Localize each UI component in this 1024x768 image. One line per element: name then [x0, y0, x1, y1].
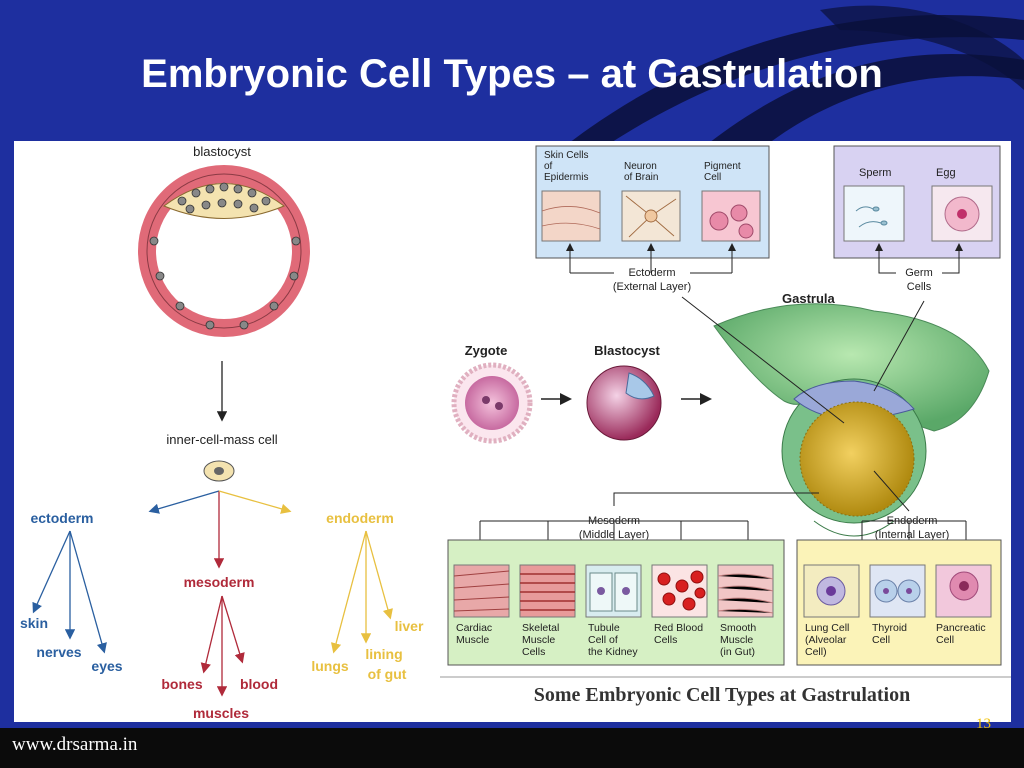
ectoderm-layer-label: Ectoderm [628, 267, 675, 279]
zygote-label: Zygote [465, 343, 508, 358]
embryonic-diagram: blastocyst inner-cell-mass cell ectoderm… [20, 144, 1011, 721]
blood-label: blood [240, 676, 278, 692]
skin-label: skin [20, 615, 48, 631]
meso-cell-4-line2: Muscle [720, 634, 753, 646]
endo-cell-2-line1: Pancreatic [936, 622, 986, 634]
inner-cell-mass-label: inner-cell-mass cell [166, 432, 277, 447]
endo-cell-0-line3: Cell) [805, 646, 827, 658]
zygote-drawing [451, 362, 533, 444]
bones-label: bones [161, 676, 202, 692]
endoderm-cell-panels [803, 564, 992, 618]
footer-bar [0, 728, 1024, 768]
slide-title: Embryonic Cell Types – at Gastrulation [141, 52, 883, 96]
blastocyst-sphere-drawing [586, 365, 662, 441]
blastocyst-label: blastocyst [193, 144, 251, 159]
cells-label: Cells [907, 281, 932, 293]
endoderm-layer-label: Endoderm [887, 515, 938, 527]
mesoderm-layer-label: Mesoderm [588, 515, 640, 527]
meso-cell-3-line2: Cells [654, 634, 677, 646]
nucleus-icon [214, 467, 224, 475]
diagram-caption: Some Embryonic Cell Types at Gastrulatio… [534, 684, 910, 706]
meso-cell-4-line1: Smooth [720, 622, 756, 634]
decorative-swoosh [560, 5, 1024, 150]
blastocyst-drawing [138, 165, 310, 337]
endo-cell-2-line2: Cell [936, 634, 954, 646]
eyes-label: eyes [91, 658, 122, 674]
gastrula-drawing [713, 303, 990, 537]
ecto-cell-0-line3: Epidermis [544, 172, 588, 183]
internal-layer-label: (Internal Layer) [875, 529, 950, 541]
egg-label: Egg [936, 167, 956, 179]
endo-cell-0-line1: Lung Cell [805, 622, 849, 634]
ecto-cell-1-line2: of Brain [624, 172, 658, 183]
meso-cell-0-line1: Cardiac [456, 622, 492, 634]
right-blastocyst-label: Blastocyst [594, 343, 660, 358]
germ-label: Germ [905, 267, 933, 279]
ecto-cell-1-line1: Neuron [624, 161, 657, 172]
nerves-label: nerves [36, 644, 81, 660]
meso-cell-1-line2: Muscle [522, 634, 555, 646]
of-gut-label: of gut [368, 666, 407, 682]
middle-layer-label: (Middle Layer) [579, 529, 649, 541]
lining-label: lining [365, 646, 402, 662]
diagram-panel: blastocyst inner-cell-mass cell ectoderm… [14, 141, 1011, 722]
meso-cell-4-line3: (in Gut) [720, 646, 755, 658]
endoderm-label: endoderm [326, 510, 394, 526]
muscles-label: muscles [193, 705, 249, 721]
ectoderm-label: ectoderm [30, 510, 93, 526]
liver-label: liver [395, 618, 424, 634]
meso-cell-2-line1: Tubule [588, 622, 620, 634]
meso-cell-2-line3: the Kidney [588, 646, 638, 658]
endo-cell-1-line2: Cell [872, 634, 890, 646]
endo-cell-1-line1: Thyroid [872, 622, 907, 634]
mesoderm-cell-panels [453, 564, 774, 618]
meso-cell-1-line1: Skeletal [522, 622, 559, 634]
sperm-panel [843, 185, 905, 242]
mesoderm-label: mesoderm [184, 574, 255, 590]
ecto-cell-2-line2: Cell [704, 172, 721, 183]
footer-url: www.drsarma.in [12, 734, 138, 755]
ecto-cell-0-line2: of [544, 161, 553, 172]
gastrula-label: Gastrula [782, 291, 836, 306]
ecto-cell-2-line1: Pigment [704, 161, 741, 172]
sperm-label: Sperm [859, 167, 891, 179]
external-layer-label: (External Layer) [613, 281, 691, 293]
meso-cell-1-line3: Cells [522, 646, 545, 658]
lungs-label: lungs [311, 658, 349, 674]
ectoderm-cell-panels [541, 190, 761, 242]
meso-cell-2-line2: Cell of [588, 634, 618, 646]
meso-cell-3-line1: Red Blood [654, 622, 703, 634]
ecto-cell-0-line1: Skin Cells [544, 150, 588, 161]
meso-cell-0-line2: Muscle [456, 634, 489, 646]
endo-cell-0-line2: (Alveolar [805, 634, 847, 646]
